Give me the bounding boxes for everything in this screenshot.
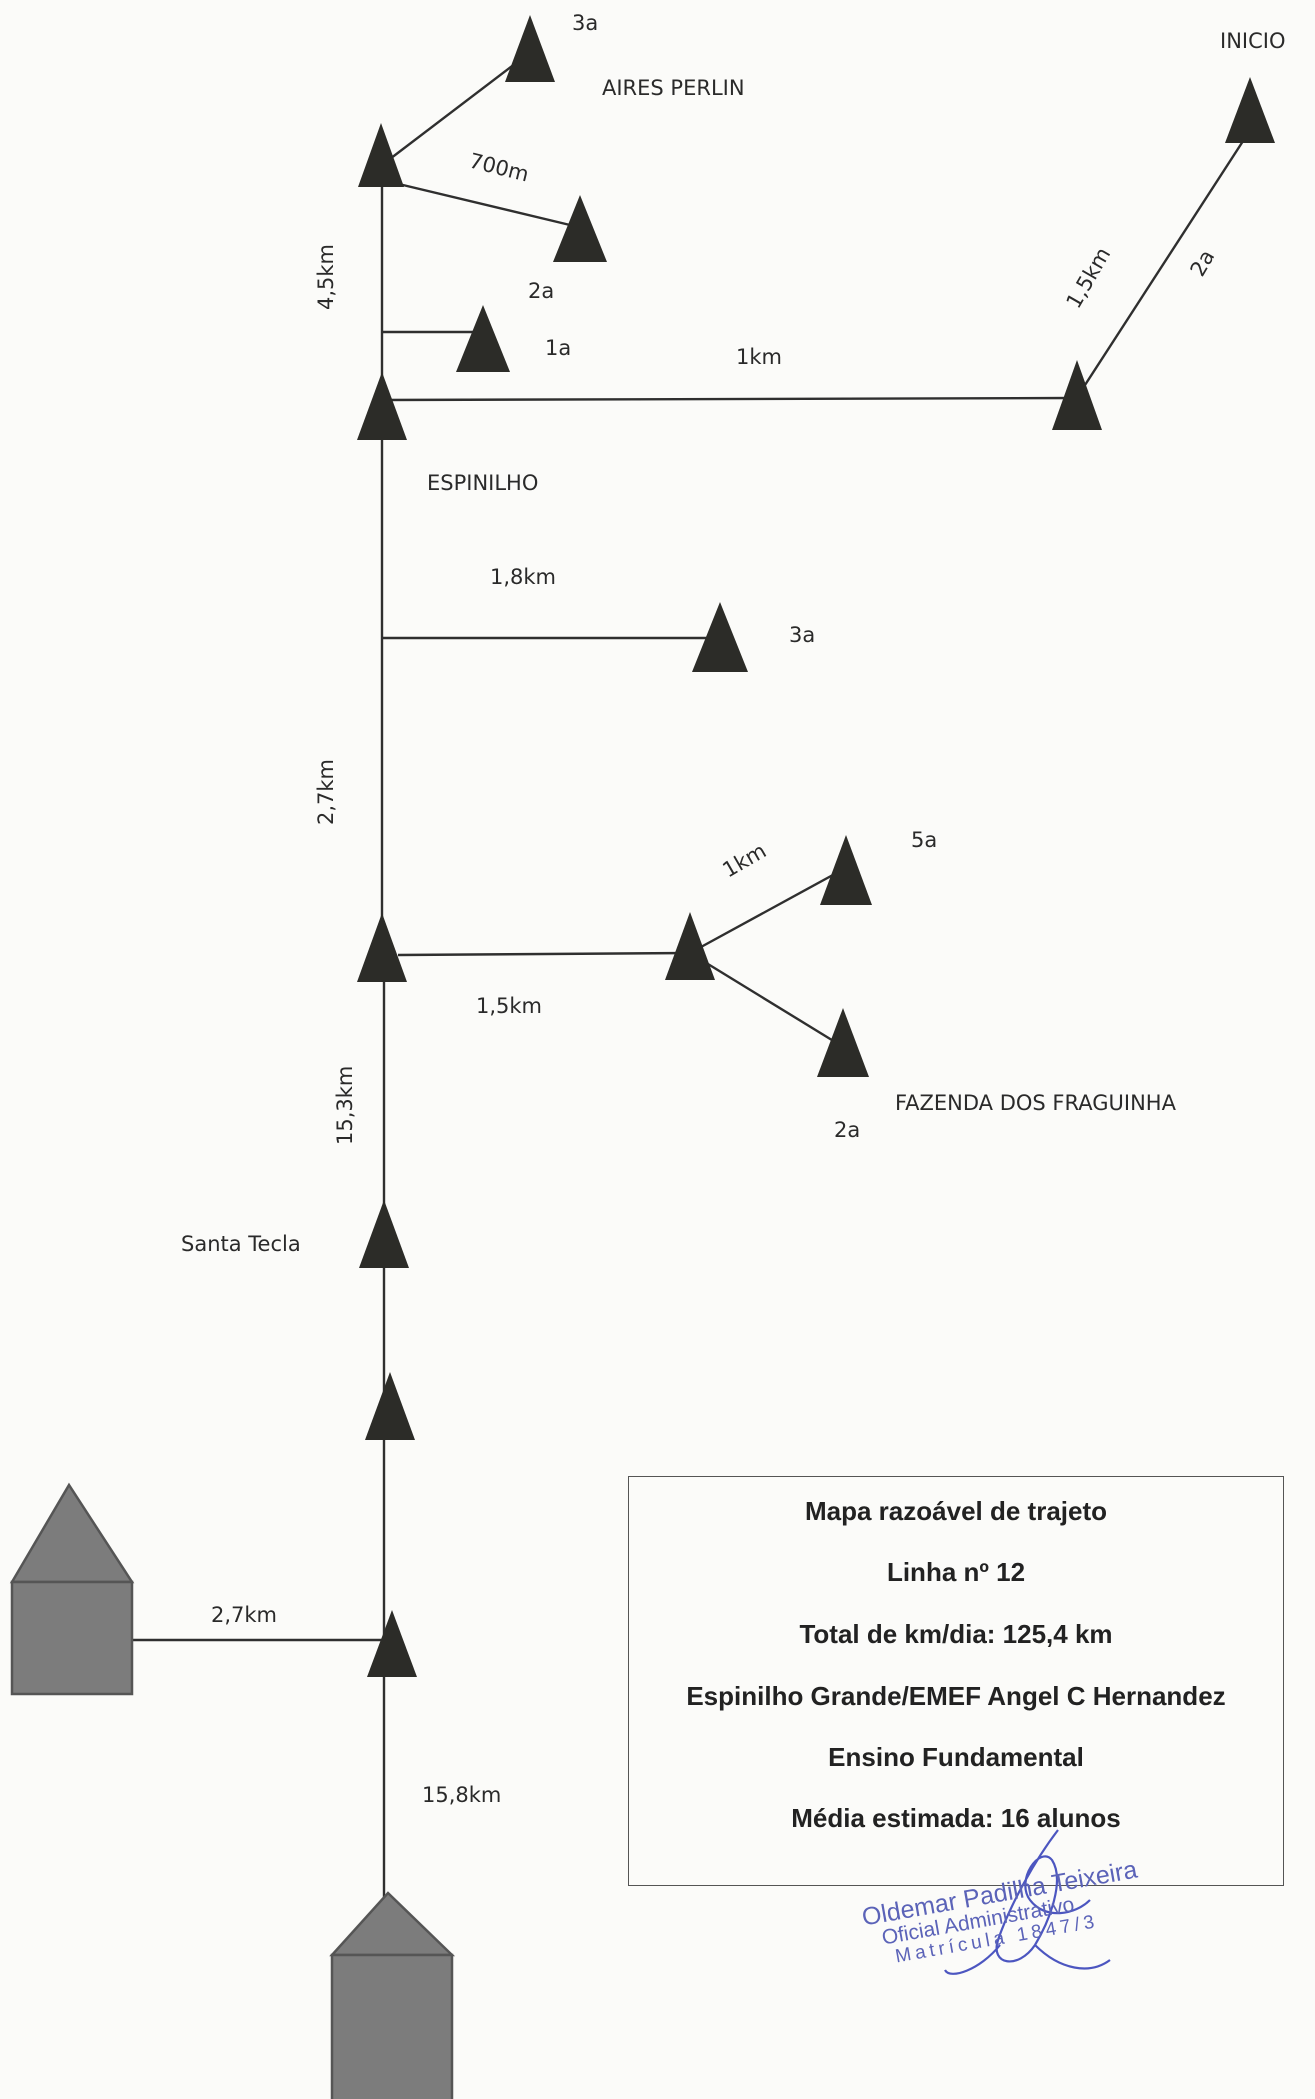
house-roof <box>329 1891 456 1957</box>
place-label-inicio: INICIO <box>1220 29 1285 53</box>
place-label-aires-perlin: AIRES PERLIN <box>602 76 745 100</box>
distance-label-1-5km-mid: 1,5km <box>476 994 542 1018</box>
stop-marker-2a-top <box>553 195 607 262</box>
stop-marker-junction-mid <box>357 913 407 982</box>
stop-marker-aires-perlin <box>358 123 404 187</box>
stop-marker-espinilho <box>357 372 407 440</box>
stop-count-1a: 1a <box>545 336 571 360</box>
distance-label-1-5km-top: 1,5km <box>1062 243 1116 312</box>
route-line <box>381 178 571 227</box>
info-school: Espinilho Grande/EMEF Angel C Hernandez <box>686 1681 1226 1711</box>
distance-label-1km-top: 1km <box>736 345 782 369</box>
distance-label-2-7km-house: 2,7km <box>211 1603 277 1627</box>
place-label-espinilho: ESPINILHO <box>427 471 538 495</box>
info-average: Média estimada: 16 alunos <box>791 1803 1121 1833</box>
route-line <box>381 396 1076 402</box>
stop-count-3a-top: 3a <box>572 11 598 35</box>
house-bottom <box>329 1891 456 2099</box>
stop-marker-branch <box>665 912 715 980</box>
route-line <box>381 59 521 166</box>
place-label-fazenda: FAZENDA DOS FRAGUINHA <box>895 1091 1177 1115</box>
info-line-number: Linha nº 12 <box>886 1557 1026 1587</box>
house-body <box>330 1953 454 2099</box>
stop-marker-3a-mid <box>692 602 748 672</box>
stop-marker-intermediate <box>365 1372 415 1440</box>
route-line <box>397 951 691 957</box>
stop-count-2a-top: 2a <box>528 279 554 303</box>
distance-label-15-8km: 15,8km <box>422 1783 501 1807</box>
info-title: Mapa razoável de trajeto <box>805 1496 1107 1526</box>
stop-markers <box>357 15 1275 1677</box>
distance-label-1km-branch: 1km <box>719 839 771 883</box>
house-roof <box>9 1482 135 1584</box>
stop-count-2a-bottom: 2a <box>834 1118 860 1142</box>
distance-label-1-8km: 1,8km <box>490 565 556 589</box>
stop-marker-house-junction <box>367 1610 417 1677</box>
place-label-santa-tecla: Santa Tecla <box>181 1232 301 1256</box>
distance-label-4-5km: 4,5km <box>314 244 338 310</box>
stop-marker-5a <box>820 835 872 905</box>
stop-marker-fazenda <box>817 1008 869 1077</box>
distance-label-15-3km: 15,3km <box>333 1066 357 1145</box>
stop-marker-1a <box>456 305 510 372</box>
house-body <box>10 1580 134 1696</box>
route-line <box>1083 137 1247 386</box>
info-total-km: Total de km/dia: 125,4 km <box>799 1619 1113 1649</box>
stop-count-5a: 5a <box>911 828 937 852</box>
info-level: Ensino Fundamental <box>828 1742 1084 1772</box>
route-lines <box>132 59 1247 1900</box>
distance-label-2-7km-vertical: 2,7km <box>314 759 338 825</box>
stop-marker-3a-top <box>505 15 555 82</box>
distance-label-700m: 700m <box>467 149 532 187</box>
stop-count-2a-right: 2a <box>1186 246 1220 281</box>
house-left <box>9 1482 135 1696</box>
route-info-box: Mapa razoável de trajeto Linha nº 12 Tot… <box>628 1476 1284 1886</box>
stop-marker-santa-tecla <box>359 1200 409 1268</box>
route-line <box>689 951 841 1047</box>
stop-count-3a-mid: 3a <box>789 623 815 647</box>
route-line <box>689 868 843 955</box>
signature <box>944 1829 1111 1975</box>
stop-marker-junction-right <box>1052 360 1102 430</box>
stop-marker-inicio <box>1225 77 1275 143</box>
